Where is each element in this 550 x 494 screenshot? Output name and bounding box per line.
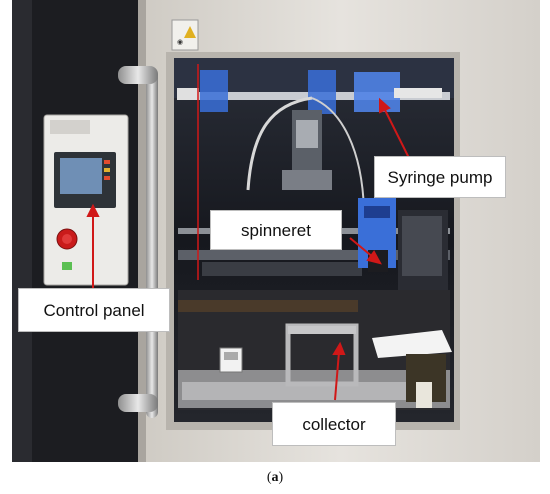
figure-caption: (a) xyxy=(0,470,550,486)
collector-label: collector xyxy=(272,402,396,446)
arrow-collector xyxy=(334,351,340,401)
electrospinning-setup-photo: ◉ xyxy=(12,0,540,462)
svg-text:◉: ◉ xyxy=(177,39,183,46)
indicator-light xyxy=(62,262,72,270)
photo-drawing: ◉ xyxy=(12,0,540,462)
syringe-pump-body xyxy=(354,72,400,112)
caption-open: ( xyxy=(266,470,272,485)
pump-bracket-left xyxy=(200,70,228,112)
caption-letter: a xyxy=(271,470,279,485)
control-panel-label: Control panel xyxy=(18,288,170,332)
door-handle xyxy=(146,72,158,418)
arrow-syringe-pump xyxy=(383,107,411,161)
spinneret-label: spinneret xyxy=(210,210,342,250)
caption-close: ) xyxy=(278,470,284,485)
arrow-spinneret xyxy=(349,237,375,259)
annotation-arrows xyxy=(86,64,411,401)
syringe-pump-label: Syringe pump xyxy=(374,156,506,198)
